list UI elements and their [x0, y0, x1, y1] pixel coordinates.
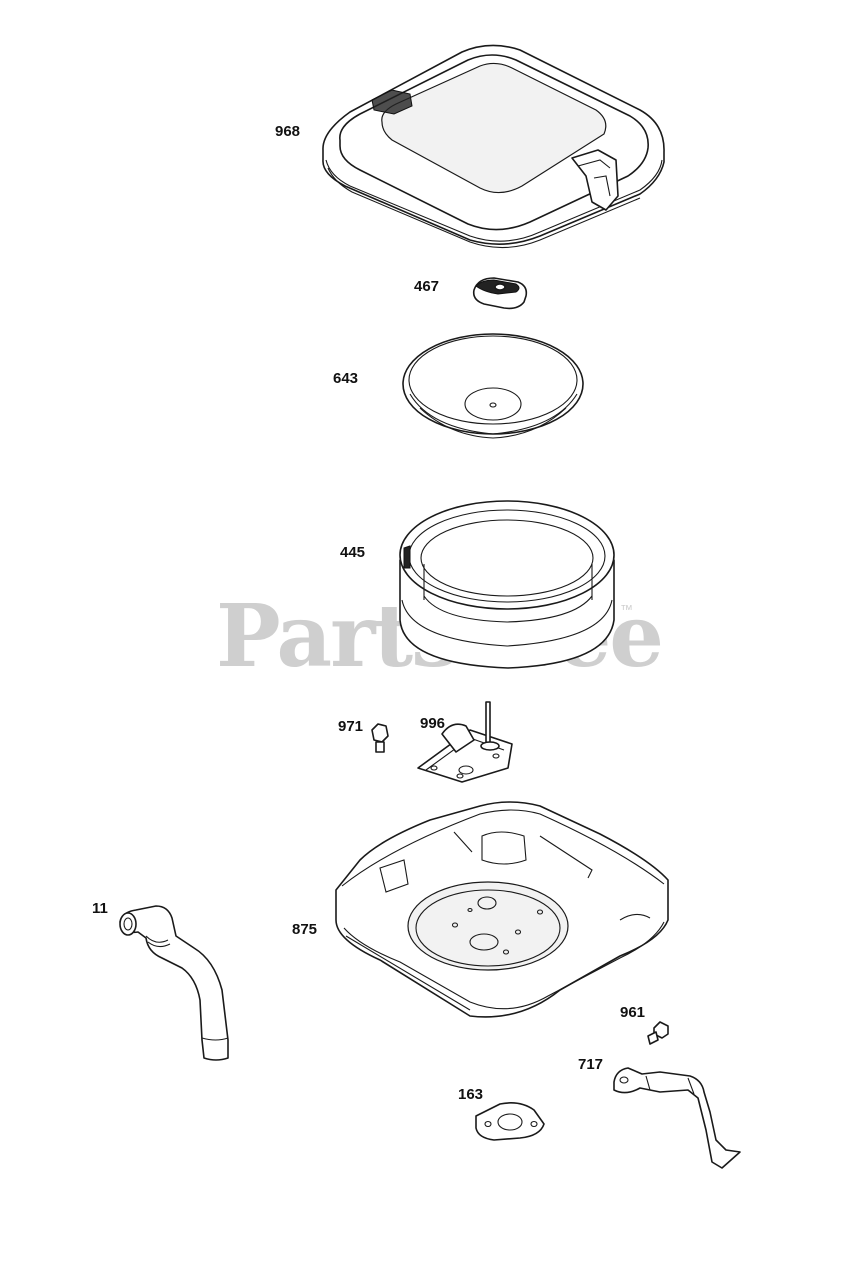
part-11-hose[interactable]	[119, 905, 229, 1061]
part-996-bracket[interactable]	[417, 701, 513, 783]
callout-717: 717	[578, 1056, 604, 1073]
part-875-base[interactable]	[335, 801, 669, 1018]
callout-11: 11	[92, 900, 108, 917]
callout-643: 643	[333, 370, 359, 387]
part-445-filter[interactable]	[399, 500, 615, 669]
part-717-bracket[interactable]	[613, 1067, 741, 1169]
part-467-knob[interactable]	[472, 277, 528, 310]
callout-971: 971	[338, 718, 364, 735]
callout-445: 445	[340, 544, 366, 561]
callout-875: 875	[292, 921, 318, 938]
part-961-screw[interactable]	[647, 1021, 669, 1045]
callout-961: 961	[620, 1004, 646, 1021]
callout-163: 163	[458, 1086, 484, 1103]
part-971-bolt[interactable]	[371, 723, 389, 753]
callout-968: 968	[275, 123, 301, 140]
callout-996: 996	[420, 715, 446, 732]
part-968-cover[interactable]	[322, 44, 665, 249]
callout-467: 467	[414, 278, 440, 295]
trademark-symbol: ™	[620, 602, 633, 617]
part-163-gasket[interactable]	[475, 1102, 545, 1141]
part-643-plate[interactable]	[402, 333, 584, 439]
